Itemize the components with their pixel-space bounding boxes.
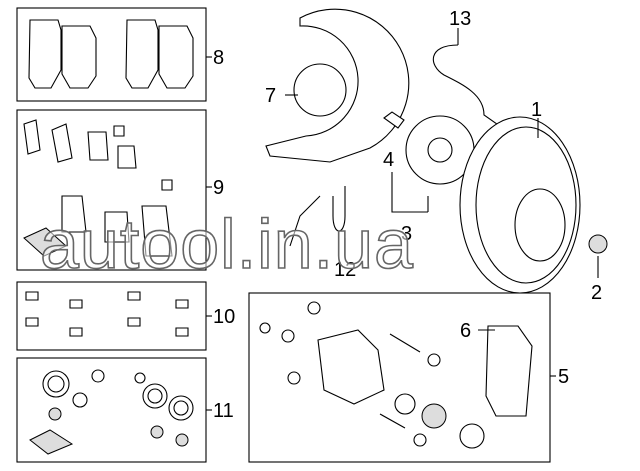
watermark: autool.in.ua — [40, 205, 414, 283]
callout-12: 12 — [334, 259, 356, 281]
callout-6: 6 — [460, 320, 471, 342]
callout-5: 5 — [558, 366, 569, 388]
callout-4: 4 — [383, 149, 394, 171]
callout-2: 2 — [591, 282, 602, 304]
group-10-clips: 10 — [16, 281, 235, 351]
callout-3: 3 — [401, 223, 412, 245]
callout-1: 1 — [531, 99, 542, 121]
part-2-hub-nut: 2 — [588, 234, 608, 304]
callout-11: 11 — [213, 400, 234, 422]
part-12-brake-hose: 12 — [289, 186, 356, 281]
part-1-brake-rotor: 1 — [459, 99, 581, 294]
callout-9: 9 — [213, 177, 224, 199]
part-7-dust-shield: 7 — [265, 8, 410, 163]
group-8-brake-pads: 8 — [16, 7, 224, 102]
group-9-pad-shims: 9 — [16, 109, 224, 271]
group-11-seal-kit: 11 — [16, 357, 234, 463]
part-13-abs-sensor: 13 — [432, 8, 511, 130]
callout-10: 10 — [213, 306, 235, 328]
group-5-caliper: 5 6 — [248, 292, 569, 463]
callout-7: 7 — [265, 85, 276, 107]
callout-13: 13 — [449, 8, 471, 30]
callout-8: 8 — [213, 47, 224, 69]
